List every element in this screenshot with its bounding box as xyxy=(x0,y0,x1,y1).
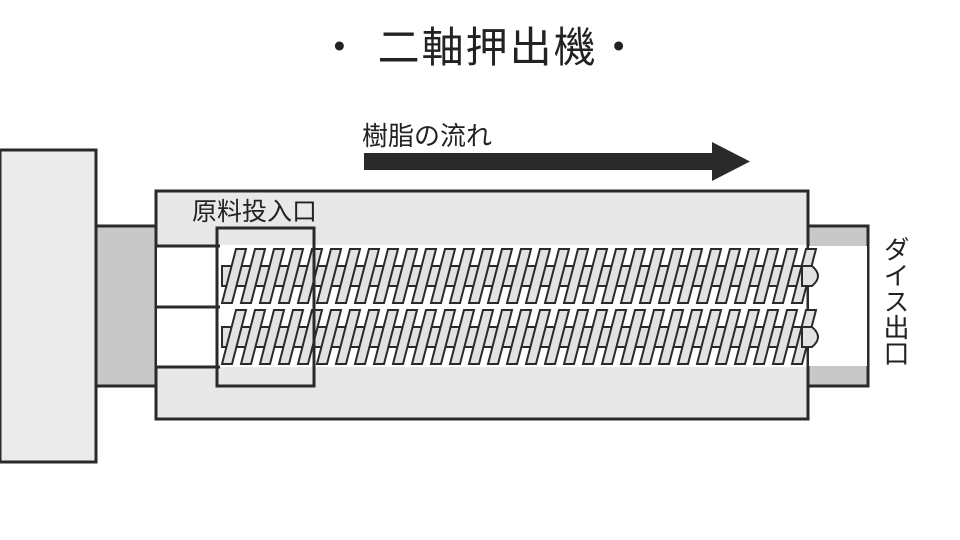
screw-flight xyxy=(695,248,723,304)
twin-screws xyxy=(220,248,819,365)
screw-flight xyxy=(486,309,514,365)
screw-flight xyxy=(771,248,799,304)
screw-flight xyxy=(296,248,324,304)
screw-flight xyxy=(695,309,723,365)
screw-flight xyxy=(429,248,457,304)
screw-flight xyxy=(581,248,609,304)
screw-flight xyxy=(714,248,742,304)
screw-flight xyxy=(714,309,742,365)
screw-flight xyxy=(372,309,400,365)
diagram-title: ・ 二軸押出機・ xyxy=(318,23,642,72)
screw-flight xyxy=(239,248,267,304)
screw-flight xyxy=(486,248,514,304)
screw-flight xyxy=(391,309,419,365)
screw-flight xyxy=(239,309,267,365)
resin-flow-label: 樹脂の流れ xyxy=(362,122,493,152)
screw-flight xyxy=(524,248,552,304)
screw-flight xyxy=(733,309,761,365)
screw-flight xyxy=(752,248,780,304)
screw-flight xyxy=(353,248,381,304)
screw-flight xyxy=(524,309,552,365)
screw-flight xyxy=(600,248,628,304)
screw-flight xyxy=(638,248,666,304)
screw-flight xyxy=(277,309,305,365)
die-opening xyxy=(809,246,867,366)
screw-flight xyxy=(543,309,571,365)
screw-flight xyxy=(467,248,495,304)
screw-flight xyxy=(410,248,438,304)
screw-flight xyxy=(676,248,704,304)
screw-flight xyxy=(543,248,571,304)
screw-flight xyxy=(581,309,609,365)
screw-flight xyxy=(752,309,780,365)
screw-flight xyxy=(619,309,647,365)
screw-flight xyxy=(657,248,685,304)
screw-flight xyxy=(448,248,476,304)
screw-flight xyxy=(467,309,495,365)
screw-flight xyxy=(258,248,286,304)
screw-flight xyxy=(619,248,647,304)
screw-flight xyxy=(771,309,799,365)
screw-flight xyxy=(372,248,400,304)
screw-flight xyxy=(505,309,533,365)
screw-tip xyxy=(801,326,819,348)
screw-flight xyxy=(562,248,590,304)
screw-flight xyxy=(296,309,324,365)
screw-upper xyxy=(220,248,819,304)
die-exit-label: ダイス出口 xyxy=(879,236,909,366)
screw-flight xyxy=(353,309,381,365)
screw-flight xyxy=(220,248,248,304)
screw-flight xyxy=(277,248,305,304)
screw-lower xyxy=(220,309,819,365)
screw-flight xyxy=(600,309,628,365)
screw-flight xyxy=(676,309,704,365)
screw-flight xyxy=(448,309,476,365)
screw-flight xyxy=(562,309,590,365)
screw-flight xyxy=(410,309,438,365)
screw-flight xyxy=(315,248,343,304)
screw-flight xyxy=(315,309,343,365)
screw-flight xyxy=(258,309,286,365)
hopper-frame xyxy=(215,226,316,388)
screw-flight xyxy=(334,248,362,304)
screw-flight xyxy=(733,248,761,304)
screw-flight xyxy=(505,248,533,304)
screw-flight xyxy=(391,248,419,304)
screw-flight xyxy=(334,309,362,365)
screw-flight xyxy=(638,309,666,365)
screw-flight xyxy=(657,309,685,365)
motor-housing xyxy=(0,148,98,464)
hopper-label: 原料投入口 xyxy=(192,197,318,226)
screw-flight xyxy=(220,309,248,365)
right-arrow-icon xyxy=(364,142,750,181)
screw-flight xyxy=(429,309,457,365)
coupling xyxy=(94,224,158,388)
screw-tip xyxy=(801,265,819,287)
